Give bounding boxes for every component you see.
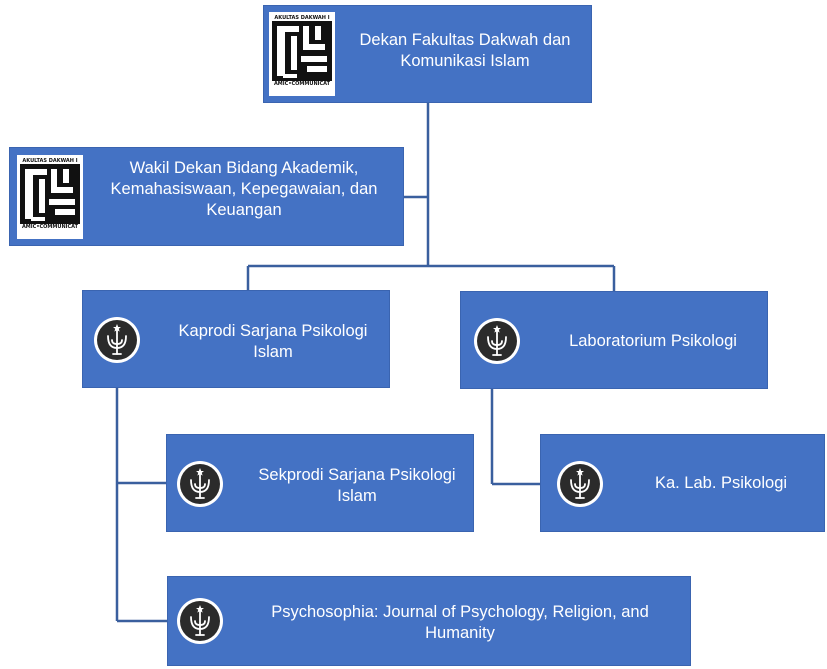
psychology-emblem-icon (177, 598, 223, 644)
ka-lab-label: Ka. Lab. Psikologi (654, 474, 788, 492)
sekprodi-label: Sekprodi Sarjana Psikologi Islam (258, 466, 456, 505)
logo-bottom-text: AMIC•COMMUNICAT (21, 224, 79, 230)
sekprodi-box: Sekprodi Sarjana Psikologi Islam (166, 434, 474, 532)
ka-lab-box: Ka. Lab. Psikologi (540, 434, 825, 532)
logo-top-text: AKULTAS DAKWAH I (274, 15, 330, 21)
psychology-emblem-icon (94, 317, 140, 363)
psychology-emblem-icon (557, 461, 603, 507)
kaprodi-box: Kaprodi Sarjana Psikologi Islam (82, 290, 390, 388)
faculty-logo-icon: AKULTAS DAKWAH I AMIC•COMMUNICAT (17, 155, 83, 239)
psychology-emblem-icon (177, 461, 223, 507)
logo-top-text: AKULTAS DAKWAH I (22, 158, 78, 164)
vice-dean-box: AKULTAS DAKWAH I AMIC•COMMUNICAT Wakil D… (9, 147, 404, 246)
journal-box: Psychosophia: Journal of Psychology, Rel… (167, 576, 691, 666)
psychology-emblem-icon (474, 318, 520, 364)
kaprodi-label: Kaprodi Sarjana Psikologi Islam (178, 322, 368, 361)
lab-box: Laboratorium Psikologi (460, 291, 768, 389)
journal-label: Psychosophia: Journal of Psychology, Rel… (271, 603, 649, 642)
dean-label: Dekan Fakultas Dakwah dan Komunikasi Isl… (359, 31, 571, 70)
faculty-logo-icon: AKULTAS DAKWAH I AMIC•COMMUNICAT (269, 12, 335, 96)
lab-label: Laboratorium Psikologi (569, 332, 737, 350)
vice-dean-label: Wakil Dekan Bidang Akademik, Kemahasiswa… (110, 159, 378, 219)
dean-box: AKULTAS DAKWAH I AMIC•COMMUNICAT Dekan F… (263, 5, 592, 103)
logo-bottom-text: AMIC•COMMUNICAT (273, 81, 331, 87)
